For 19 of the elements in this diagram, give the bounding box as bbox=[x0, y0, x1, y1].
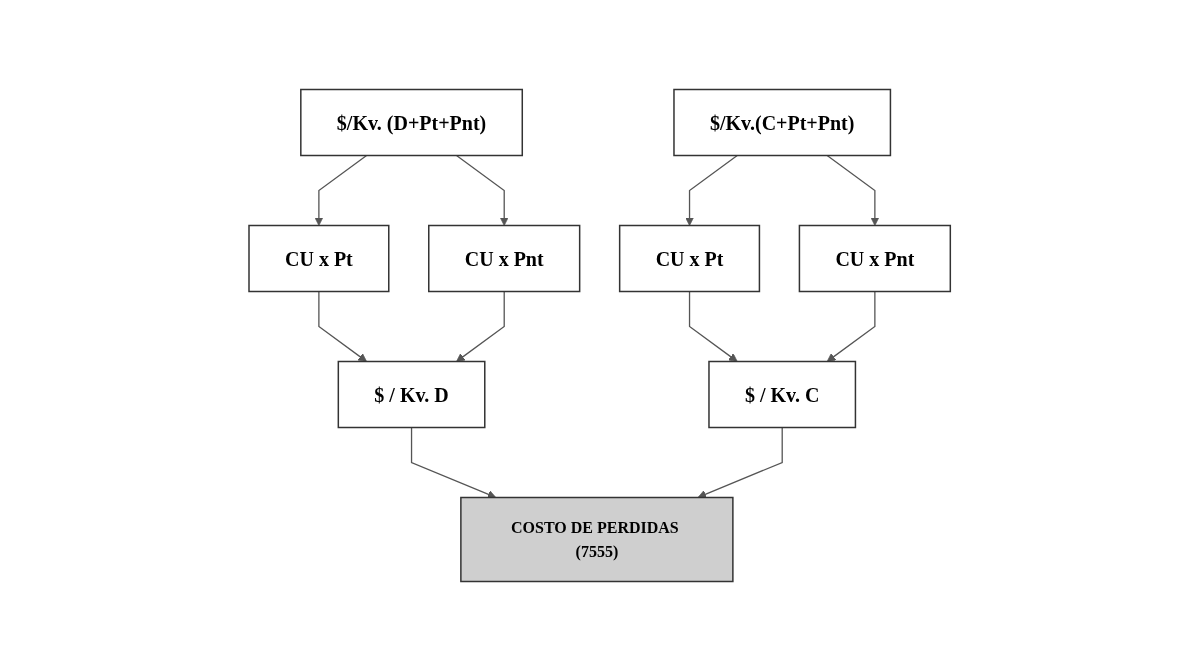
arrow bbox=[688, 290, 738, 362]
arrow bbox=[455, 154, 509, 226]
node-box: CU x Pnt bbox=[427, 224, 581, 293]
arrow bbox=[455, 290, 505, 362]
arrow bbox=[826, 154, 880, 226]
node-box: CU x Pnt bbox=[798, 224, 951, 293]
arrow bbox=[318, 290, 367, 362]
arrow bbox=[410, 426, 497, 499]
arrow bbox=[697, 426, 783, 499]
node-box: $/Kv.(C+Pt+Pnt) bbox=[673, 88, 891, 157]
arrow bbox=[314, 154, 368, 226]
node-box: $/Kv. (D+Pt+Pnt) bbox=[299, 88, 523, 157]
node-box: CU x Pt bbox=[618, 224, 760, 293]
node-box: COSTO DE PERDIDAS (7555) bbox=[459, 496, 734, 583]
arrow bbox=[826, 290, 876, 362]
node-box: $ / Kv. D bbox=[337, 360, 486, 429]
node-box: $ / Kv. C bbox=[708, 360, 856, 429]
arrow bbox=[685, 154, 738, 226]
node-box: CU x Pt bbox=[248, 224, 390, 293]
